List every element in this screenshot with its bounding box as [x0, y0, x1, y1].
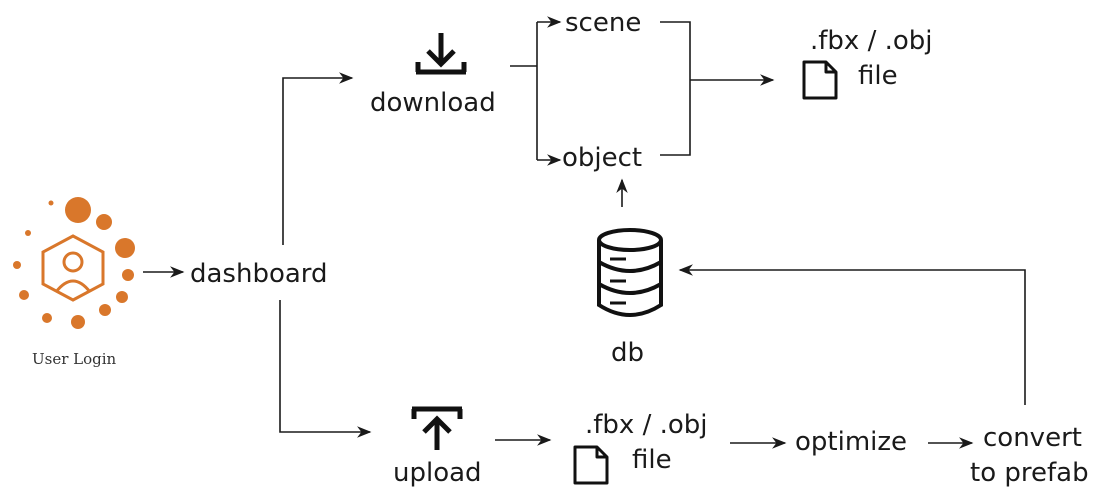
dashboard-label[interactable]: dashboard: [190, 259, 328, 289]
db-label: db: [611, 338, 645, 368]
object-label[interactable]: object: [562, 143, 643, 173]
arrow-convert-to-db: [678, 264, 1026, 405]
upload-file-label: file: [632, 445, 672, 475]
upload-label[interactable]: upload: [393, 458, 482, 488]
arrow-dashboard-to-download: [282, 72, 354, 245]
upload-file-ext-label: .fbx / .obj: [585, 410, 708, 440]
arrow-dashboard-to-upload: [279, 300, 372, 438]
user-login-icon[interactable]: [13, 197, 135, 329]
to-prefab-label[interactable]: to prefab: [970, 458, 1089, 488]
optimize-label[interactable]: optimize: [795, 427, 908, 457]
download-icon[interactable]: [415, 33, 467, 75]
upload-icon[interactable]: [411, 406, 463, 450]
convert-label[interactable]: convert: [983, 423, 1082, 453]
download-file-label: file: [858, 61, 898, 91]
user-login-label: User Login: [32, 350, 117, 368]
merge-line-scene: [660, 21, 691, 156]
scene-label[interactable]: scene: [565, 8, 642, 38]
download-file-ext-label: .fbx / .obj: [810, 26, 933, 56]
download-label[interactable]: download: [370, 88, 496, 118]
file-icon: [573, 445, 609, 485]
database-icon: [597, 228, 663, 317]
file-icon: [802, 60, 838, 100]
